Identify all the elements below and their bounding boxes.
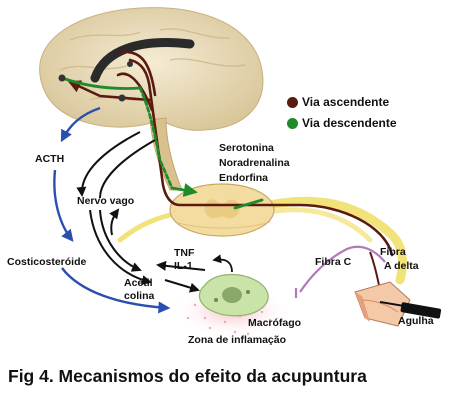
- label-tnf: TNF: [174, 247, 195, 259]
- label-endorfina: Endorfina: [219, 172, 268, 184]
- descending-pathway: [60, 76, 264, 210]
- legend-descending-label: Via descendente: [302, 116, 397, 130]
- label-noradrenalina: Noradrenalina: [219, 157, 290, 169]
- spinal-cord: [169, 183, 275, 237]
- skin-block: [354, 281, 411, 327]
- fibra-c-line: [299, 245, 386, 293]
- label-acetil: Acetil: [124, 277, 153, 289]
- label-fibra: Fibra: [380, 246, 406, 258]
- legend-ascending: Via ascendente: [287, 96, 389, 108]
- fibra-a-line: [369, 251, 381, 291]
- hormonal-arrows: [53, 106, 171, 314]
- hypothalamus-node: [58, 74, 66, 82]
- legend-descending: Via descendente: [287, 117, 397, 129]
- label-zona-inflamacao: Zona de inflamação: [188, 334, 287, 346]
- cortex-node: [127, 61, 133, 67]
- ascending-dot: [287, 96, 298, 108]
- label-fibra-c: Fibra C: [315, 256, 352, 268]
- figure-caption: Fig 4. Mecanismos do efeito da acupuntur…: [8, 366, 367, 386]
- macrophage: [198, 274, 269, 317]
- label-il1: IL-1: [174, 260, 193, 272]
- legend-ascending-label: Via ascendente: [302, 95, 390, 109]
- label-serotonina: Serotonina: [219, 142, 274, 154]
- label-nervo-vago: Nervo vago: [77, 195, 135, 207]
- brain: [39, 7, 264, 191]
- vagal-arrows: [76, 131, 206, 293]
- cytokine-arrow: [212, 254, 233, 273]
- label-corticosteroide: Costicosteróide: [7, 256, 87, 268]
- needle: [379, 301, 442, 319]
- descending-dot: [287, 117, 298, 129]
- diagram-graphic: [39, 7, 442, 338]
- label-acth: ACTH: [35, 153, 65, 165]
- ascending-pathway: [67, 50, 394, 257]
- label-colina: colina: [124, 290, 155, 302]
- label-agulha: Agulha: [398, 315, 434, 327]
- brainstem-node: [118, 94, 126, 102]
- label-a-delta: A delta: [384, 260, 419, 272]
- peripheral-nerves: [117, 196, 407, 285]
- label-macrofago: Macrófago: [248, 317, 302, 329]
